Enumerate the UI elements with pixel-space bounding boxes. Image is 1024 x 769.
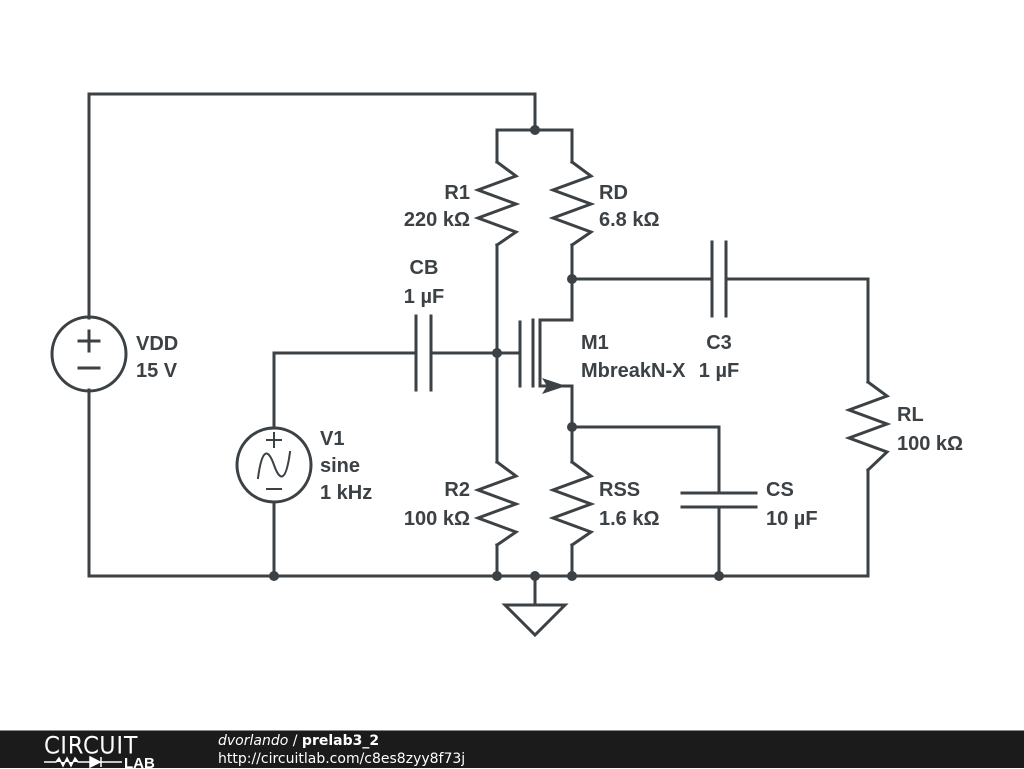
rss-name: RSS <box>599 479 640 501</box>
c3-name: C3 <box>706 332 732 354</box>
wire-ground-rail <box>87 388 870 578</box>
v1-name: V1 <box>320 428 344 450</box>
ground-icon <box>501 603 569 638</box>
resistor-r1-zigzag <box>473 159 521 248</box>
wire-c3-rl <box>724 277 870 384</box>
junction-dot <box>567 422 577 432</box>
separator: / <box>288 733 302 749</box>
v1-source[interactable]: V1 sine 1 kHz <box>235 426 372 504</box>
plus-icon <box>77 329 101 353</box>
ground-symbol <box>501 603 569 638</box>
rl-name: RL <box>897 404 924 426</box>
wire-vdd-top <box>87 92 537 320</box>
vdd-source-circle <box>50 315 128 393</box>
resistor-r2[interactable]: R2 100 kΩ <box>404 459 521 548</box>
capacitor-c3[interactable]: C3 1 µF <box>699 240 739 382</box>
project-title[interactable]: prelab3_2 <box>301 733 380 749</box>
wire-rd-drain <box>538 243 574 464</box>
junction-dot <box>530 125 540 135</box>
rl-value: 100 kΩ <box>897 433 963 455</box>
capacitor-cs[interactable]: CS 10 µF <box>680 479 818 530</box>
author-link[interactable]: dvorlando <box>218 733 289 749</box>
resistor-rd-zigzag <box>548 159 596 248</box>
circuitlab-logo[interactable]: CIRCUIT LAB <box>42 731 177 769</box>
resistor-rl[interactable]: RL 100 kΩ <box>844 379 963 473</box>
capacitor-c3-plates <box>710 240 728 318</box>
logo-text-top: CIRCUIT <box>44 734 138 759</box>
junction-dot <box>567 571 577 581</box>
c3-value: 1 µF <box>699 360 739 382</box>
resistor-r1[interactable]: R1 220 kΩ <box>404 159 521 248</box>
resistor-rss[interactable]: RSS 1.6 kΩ <box>548 459 660 548</box>
vdd-name: VDD <box>136 333 178 355</box>
rss-value: 1.6 kΩ <box>599 508 660 530</box>
v1-value: 1 kHz <box>320 482 372 504</box>
junction-dot <box>530 571 540 581</box>
cb-name: CB <box>410 257 439 279</box>
m1-model: MbreakN-X <box>581 360 686 382</box>
junctions <box>269 125 724 581</box>
plus-icon <box>266 432 282 448</box>
logo-text-bottom: LAB <box>124 755 155 769</box>
v1-kind: sine <box>320 455 360 477</box>
r1-name: R1 <box>444 182 470 204</box>
v1-source-circle <box>235 426 313 504</box>
vdd-value: 15 V <box>136 360 178 382</box>
junction-dot <box>269 571 279 581</box>
footer-bar: CIRCUIT LAB dvorlando / prelab3_2 http:/… <box>0 730 1024 769</box>
junction-dot <box>567 274 577 284</box>
resistor-r2-zigzag <box>473 459 521 548</box>
capacitor-cs-plates <box>680 491 758 509</box>
capacitor-cb[interactable]: CB 1 µF <box>404 257 444 392</box>
wire-source-cs <box>570 425 721 495</box>
resistor-rss-zigzag <box>548 459 596 548</box>
wires <box>87 92 870 607</box>
sine-wave-icon <box>256 450 292 480</box>
r1-value: 220 kΩ <box>404 209 470 231</box>
source-arrow-icon <box>542 378 566 394</box>
circuit-schematic: VDD 15 V V1 sine 1 kHz R1 220 kΩ RD 6.8 … <box>50 92 963 638</box>
project-url[interactable]: http://circuitlab.com/c8es8zyy8f73j <box>218 751 466 767</box>
logo-resistor-diode-icon <box>44 755 122 769</box>
m1-name: M1 <box>581 332 609 354</box>
project-info: dvorlando / prelab3_2 http://circuitlab.… <box>218 732 465 768</box>
rd-name: RD <box>599 182 628 204</box>
r2-name: R2 <box>444 479 470 501</box>
cs-value: 10 µF <box>766 508 818 530</box>
junction-dot <box>714 571 724 581</box>
junction-dot <box>492 348 502 358</box>
cb-value: 1 µF <box>404 286 444 308</box>
capacitor-cb-plates <box>414 314 433 392</box>
resistor-rd[interactable]: RD 6.8 kΩ <box>548 159 660 248</box>
cs-name: CS <box>766 479 794 501</box>
mosfet-m1[interactable]: M1 MbreakN-X <box>518 318 686 394</box>
r2-value: 100 kΩ <box>404 508 470 530</box>
resistor-rl-zigzag <box>844 379 892 473</box>
junction-dot <box>492 571 502 581</box>
rd-value: 6.8 kΩ <box>599 209 660 231</box>
vdd-source[interactable]: VDD 15 V <box>50 315 178 393</box>
wire-v1-cb <box>272 351 418 430</box>
